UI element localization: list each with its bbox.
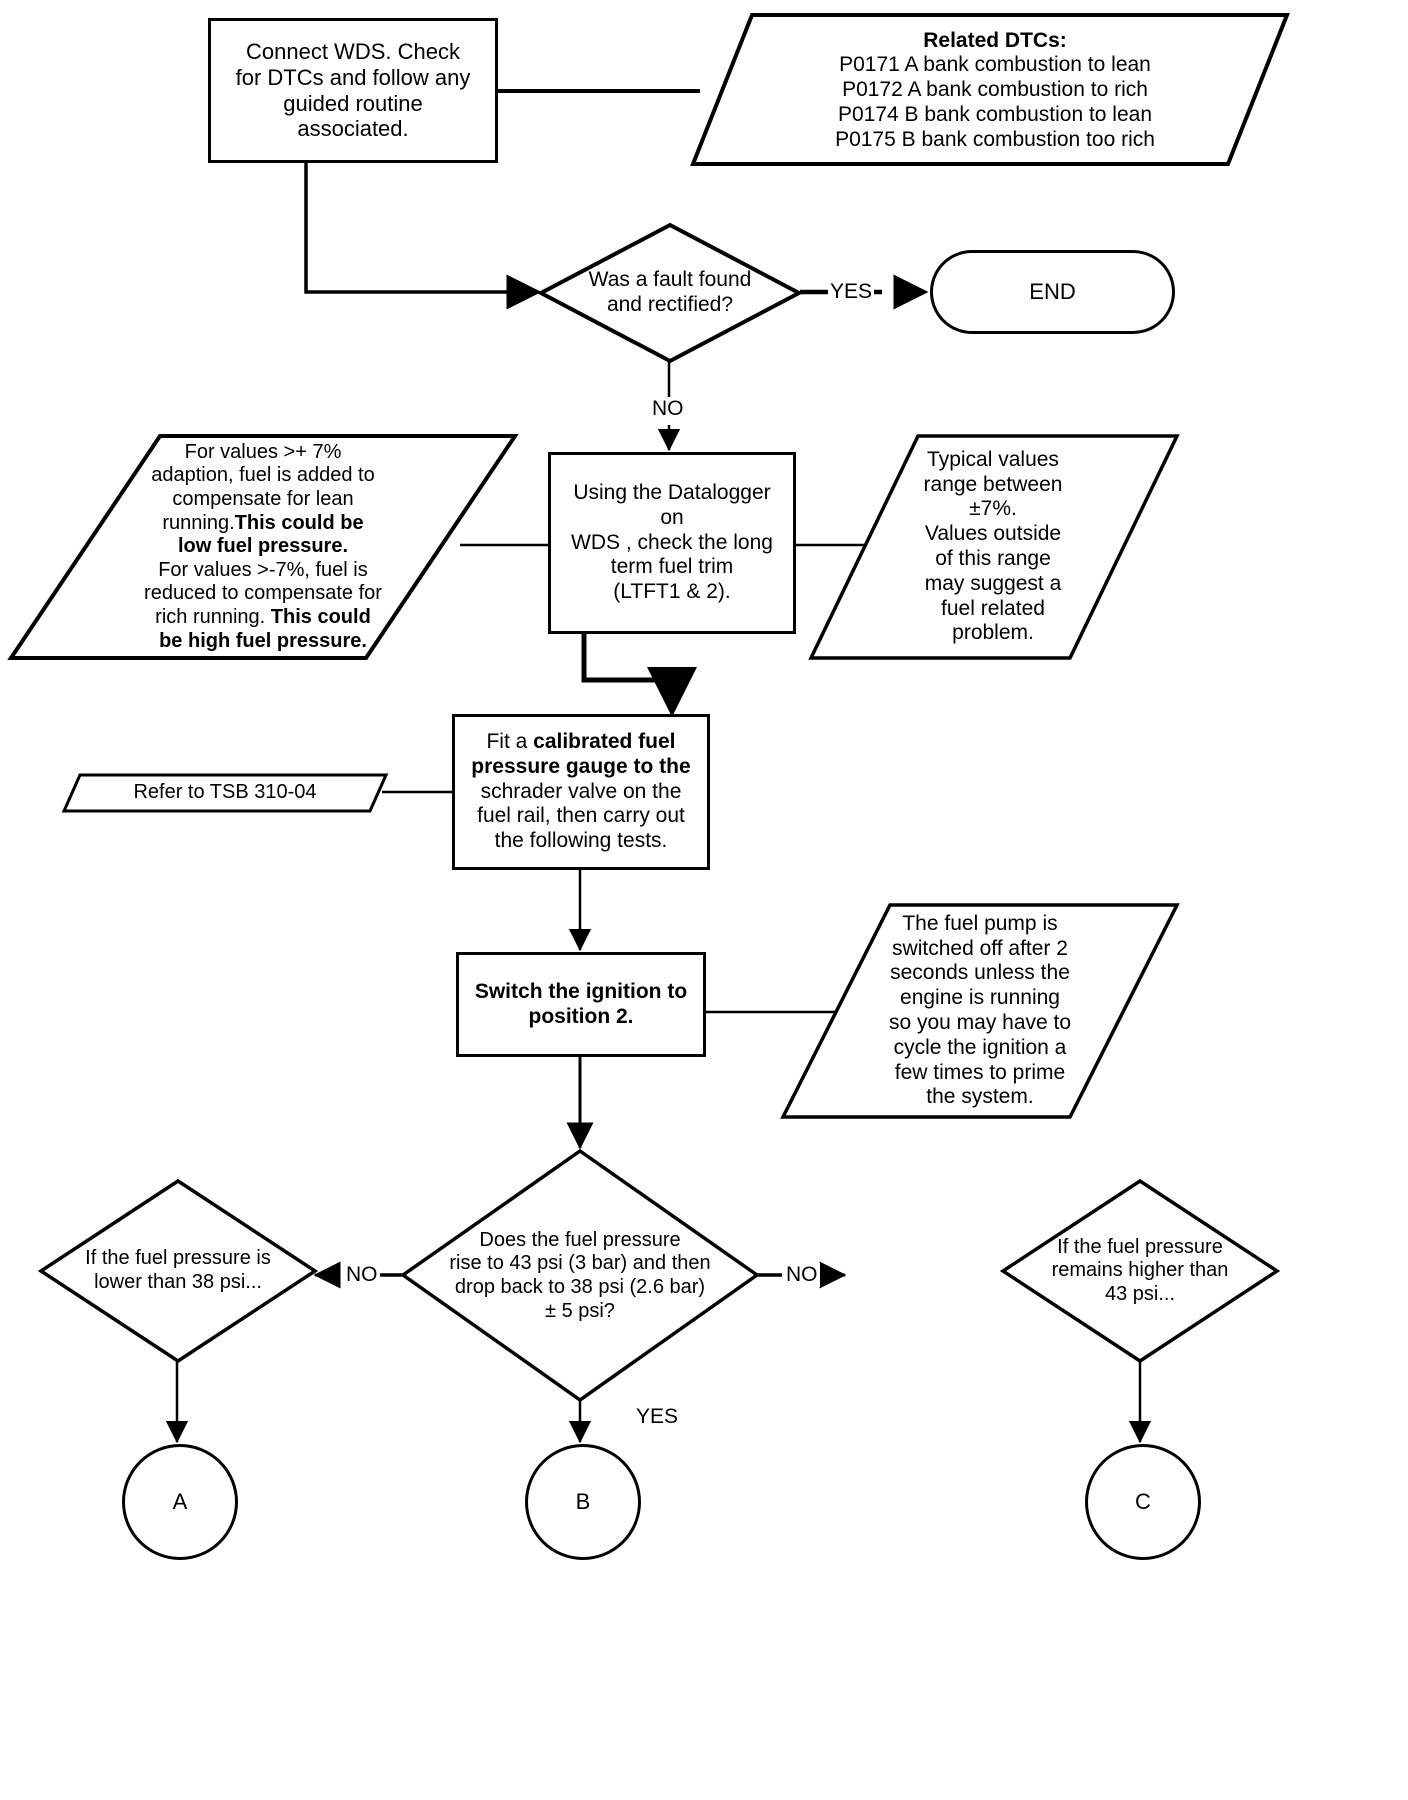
connector-c-label: C: [1135, 1489, 1151, 1514]
typical-values-line-5: of this range: [935, 547, 1051, 570]
connect-wds-line-1: Connect WDS. Check: [246, 38, 460, 64]
node-fuel-pump-note[interactable]: The fuel pump is switched off after 2 se…: [780, 902, 1180, 1120]
fit-gauge-line-3: schrader valve on the: [480, 779, 682, 803]
node-typical-values[interactable]: Typical values range between ±7%. Values…: [808, 433, 1180, 661]
fit-gauge-line-4: fuel rail, then carry out: [477, 804, 685, 828]
typical-values-line-6: may suggest a: [924, 571, 1062, 595]
fuel-pump-note-line-1: The fuel pump is: [902, 911, 1058, 935]
node-adaption-note[interactable]: For values >+ 7% adaption, fuel is added…: [7, 433, 519, 661]
adaption-note-line-3: compensate for lean: [172, 488, 354, 511]
pressure-high-text: If the fuel pressure remains higher than…: [1024, 1178, 1256, 1364]
edge-label-yes-b: YES: [634, 1405, 681, 1429]
adaption-note-text: For values >+ 7% adaption, fuel is added…: [68, 435, 458, 659]
adaption-note-line-9: be high fuel pressure.: [159, 629, 367, 652]
fault-found-text: Was a fault found and rectified?: [560, 222, 780, 364]
adaption-note-line-7: reduced to compensate for: [144, 582, 382, 605]
pressure-check-text: Does the fuel pressure rise to 43 psi (3…: [412, 1148, 748, 1404]
datalogger-line-4: (LTFT1 & 2).: [613, 580, 731, 604]
pressure-high-line-1: If the fuel pressure: [1057, 1235, 1223, 1258]
connect-wds-line-2: for DTCs and follow any: [235, 64, 471, 90]
related-dtcs-item-3: P0174 B bank combustion to lean: [837, 102, 1153, 126]
pressure-low-line-1: If the fuel pressure is: [85, 1247, 271, 1270]
connector-b-label: B: [575, 1489, 591, 1514]
edge-label-yes-end: YES: [828, 280, 875, 304]
fuel-pump-note-line-7: few times to prime: [894, 1060, 1066, 1084]
node-connect-wds[interactable]: Connect WDS. Check for DTCs and follow a…: [208, 18, 498, 163]
adaption-note-line-4: running.This could be: [162, 511, 364, 534]
pressure-check-line-4: ± 5 psi?: [545, 1299, 615, 1322]
related-dtcs-item-4: P0175 B bank combustion too rich: [835, 127, 1155, 151]
typical-values-line-7: fuel related: [941, 596, 1045, 620]
node-end[interactable]: END: [930, 250, 1175, 334]
pressure-check-line-1: Does the fuel pressure: [479, 1228, 681, 1251]
fuel-pump-note-line-8: the system.: [926, 1085, 1034, 1109]
adaption-note-line-8: rich running. This could: [155, 605, 371, 628]
fit-gauge-line-2: pressure gauge to the: [471, 754, 691, 778]
fault-found-line-1: Was a fault found: [588, 268, 752, 292]
related-dtcs-item-2: P0172 A bank combustion to rich: [842, 78, 1148, 102]
datalogger-line-3: term fuel trim: [610, 555, 734, 579]
node-refer-tsb[interactable]: Refer to TSB 310-04: [61, 773, 389, 813]
typical-values-text: Typical values range between ±7%. Values…: [858, 435, 1128, 659]
switch-ignition-line-2: position 2.: [528, 1004, 634, 1028]
adaption-note-line-5: low fuel pressure.: [177, 535, 349, 558]
node-connector-c[interactable]: C: [1085, 1444, 1201, 1560]
fuel-pump-note-line-3: seconds unless the: [890, 961, 1070, 985]
related-dtcs-heading: Related DTCs:: [923, 28, 1067, 52]
pressure-low-line-2: lower than 38 psi...: [94, 1271, 262, 1293]
end-label: END: [1029, 279, 1076, 305]
switch-ignition-line-1: Switch the ignition to: [474, 979, 688, 1003]
node-connector-b[interactable]: B: [525, 1444, 641, 1560]
node-switch-ignition[interactable]: Switch the ignition to position 2.: [456, 952, 706, 1057]
typical-values-line-1: Typical values: [927, 447, 1059, 471]
edge-label-no-down: NO: [650, 397, 686, 421]
pressure-high-line-2: remains higher than: [1051, 1259, 1229, 1282]
pressure-check-line-2: rise to 43 psi (3 bar) and then: [449, 1252, 711, 1275]
node-fault-found[interactable]: Was a fault found and rectified?: [536, 222, 804, 364]
typical-values-line-2: range between: [923, 472, 1063, 496]
fault-found-line-2: and rectified?: [606, 293, 734, 316]
datalogger-line-2: WDS , check the long: [571, 530, 773, 554]
refer-tsb-text: Refer to TSB 310-04: [74, 773, 376, 813]
node-pressure-check[interactable]: Does the fuel pressure rise to 43 psi (3…: [399, 1148, 761, 1404]
edge-label-no-left: NO: [344, 1263, 380, 1287]
node-related-dtcs[interactable]: Related DTCs: P0171 A bank combustion to…: [690, 12, 1290, 167]
refer-tsb-label: Refer to TSB 310-04: [133, 781, 317, 804]
datalogger-line-1: Using the Datalogger on: [573, 481, 771, 529]
node-fit-gauge[interactable]: Fit a calibrated fuel pressure gauge to …: [452, 714, 710, 870]
edge-label-no-right: NO: [784, 1263, 820, 1287]
related-dtcs-text: Related DTCs: P0171 A bank combustion to…: [730, 18, 1260, 163]
connect-wds-line-4: associated.: [297, 116, 409, 142]
typical-values-line-3: ±7%.: [969, 497, 1017, 521]
node-pressure-high[interactable]: If the fuel pressure remains higher than…: [999, 1178, 1281, 1364]
fuel-pump-note-line-5: so you may have to: [888, 1011, 1072, 1034]
pressure-high-line-3: 43 psi...: [1104, 1282, 1176, 1305]
fuel-pump-note-line-4: engine is running: [900, 986, 1060, 1010]
fuel-pump-note-line-6: cycle the ignition a: [893, 1035, 1067, 1059]
typical-values-line-4: Values outside: [924, 522, 1062, 546]
connect-wds-line-3: guided routine: [283, 90, 423, 116]
adaption-note-line-2: adaption, fuel is added to: [151, 464, 375, 487]
adaption-note-line-1: For values >+ 7%: [184, 440, 342, 463]
pressure-low-text: If the fuel pressure is lower than 38 ps…: [60, 1178, 296, 1364]
typical-values-line-8: problem.: [952, 621, 1034, 645]
related-dtcs-item-1: P0171 A bank combustion to lean: [839, 53, 1151, 77]
fit-gauge-line-1: Fit a calibrated fuel: [486, 730, 676, 754]
node-pressure-low[interactable]: If the fuel pressure is lower than 38 ps…: [37, 1178, 319, 1364]
node-datalogger[interactable]: Using the Datalogger on WDS , check the …: [548, 452, 796, 634]
fuel-pump-note-line-2: switched off after 2: [892, 936, 1068, 960]
connector-a-label: A: [172, 1489, 188, 1514]
node-connector-a[interactable]: A: [122, 1444, 238, 1560]
adaption-note-line-6: For values >-7%, fuel is: [158, 558, 368, 581]
fit-gauge-line-5: the following tests.: [494, 829, 668, 853]
pressure-check-line-3: drop back to 38 psi (2.6 bar): [454, 1276, 706, 1298]
fuel-pump-note-text: The fuel pump is switched off after 2 se…: [832, 904, 1128, 1118]
